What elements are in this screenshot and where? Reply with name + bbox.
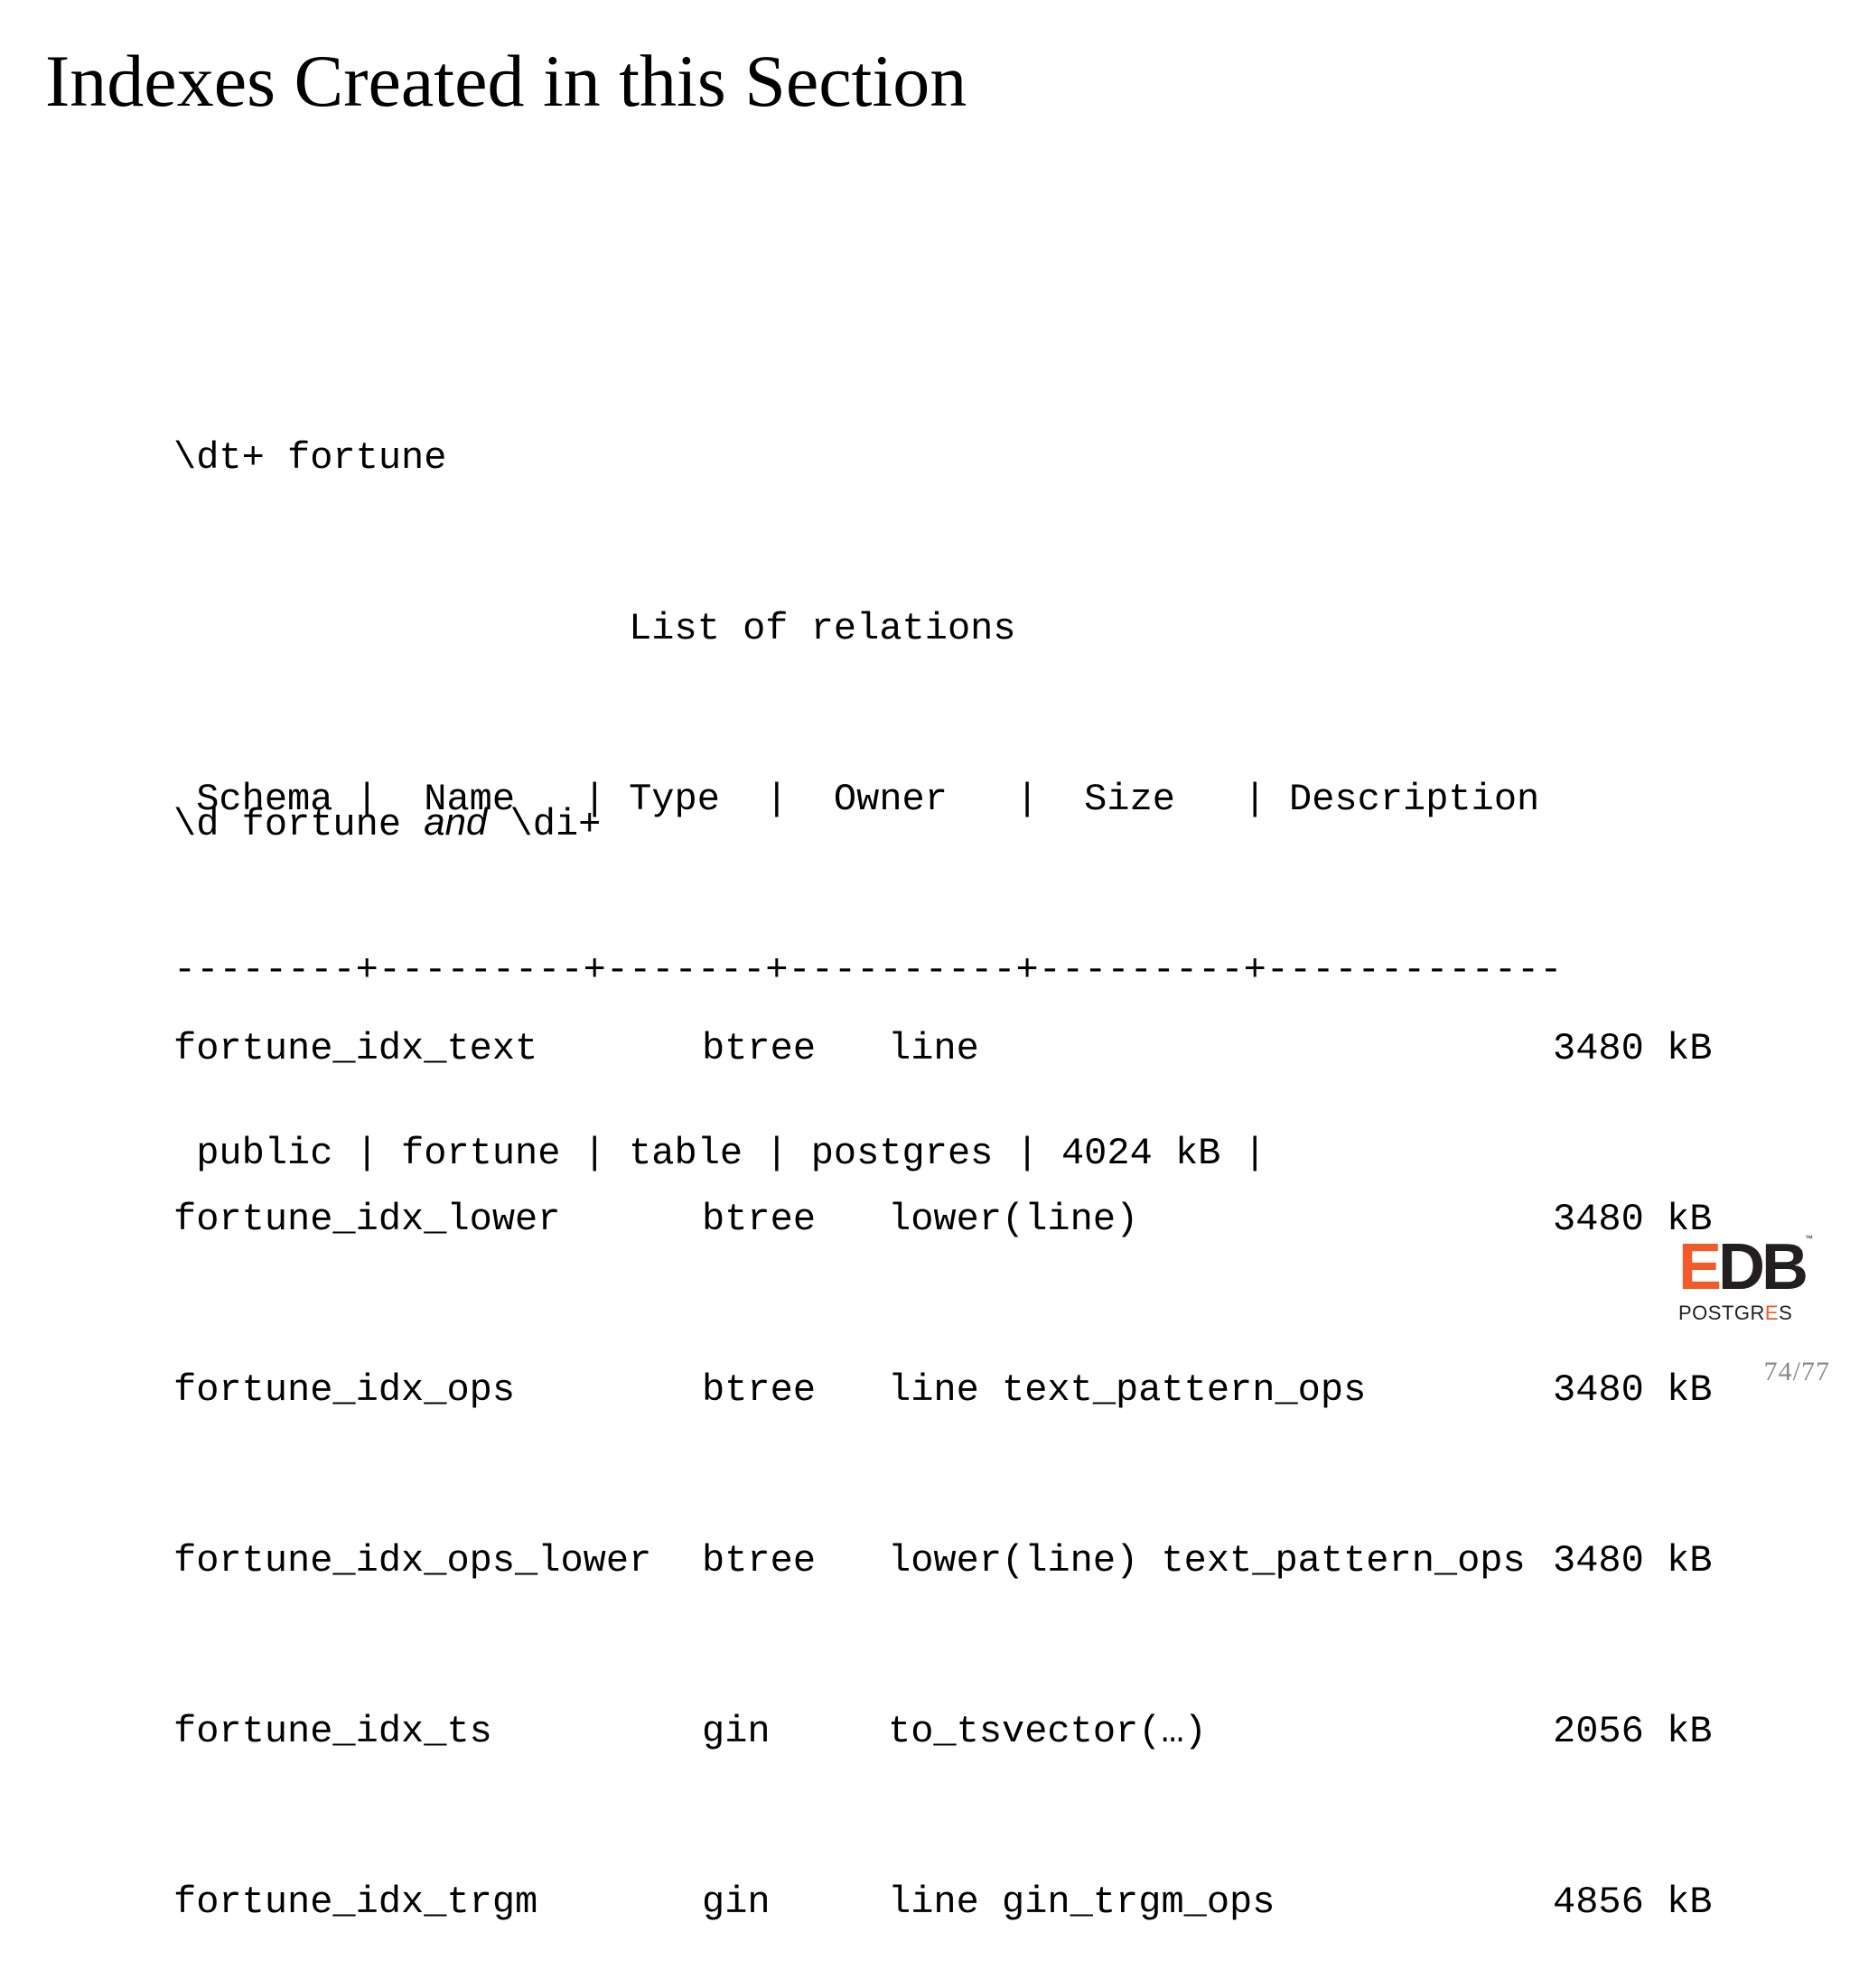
index-method: btree xyxy=(702,1539,817,1582)
logo-wordmark-b: S xyxy=(1779,1302,1793,1324)
logo-mark: EDB xyxy=(1678,1235,1812,1300)
slide-title: Indexes Created in this Section xyxy=(45,40,967,122)
index-expression: line gin_trgm_ops xyxy=(888,1881,1275,1924)
index-name: fortune_idx_lower xyxy=(173,1198,561,1241)
index-size: 3480 kB xyxy=(1553,1539,1713,1582)
page-number: 74/77 xyxy=(1763,1357,1830,1386)
index-row: fortune_idx_ops btree line text_pattern_… xyxy=(173,1362,1752,1419)
index-method: gin xyxy=(702,1710,771,1753)
index-size: 4856 kB xyxy=(1553,1881,1713,1924)
index-method: btree xyxy=(702,1027,817,1070)
index-list: \d fortune and \di+ fortune_idx_text btr… xyxy=(173,679,1752,1988)
index-expression: lower(line) text_pattern_ops xyxy=(888,1539,1526,1582)
relations-row: public | fortune | table | postgres | 40… xyxy=(173,1132,1266,1175)
logo-wordmark-a: POSTGR xyxy=(1678,1302,1765,1324)
index-command: \d fortune and \di+ xyxy=(173,793,1752,850)
index-command-part-a: \d fortune xyxy=(173,803,425,846)
index-row: fortune_idx_lower btree lower(line) 3480… xyxy=(173,1191,1752,1248)
relations-separator: --------+---------+-------+----------+--… xyxy=(173,948,1563,992)
logo-wordmark: POSTGRES xyxy=(1678,1302,1812,1324)
relations-caption: List of relations xyxy=(173,607,1016,650)
index-name: fortune_idx_ts xyxy=(173,1710,492,1753)
index-size: 2056 kB xyxy=(1553,1710,1713,1753)
index-size: 3480 kB xyxy=(1553,1368,1713,1412)
index-expression: to_tsvector(…) xyxy=(888,1710,1207,1753)
relations-header: Schema | Name | Type | Owner | Size | De… xyxy=(173,778,1540,821)
index-method: gin xyxy=(702,1881,771,1924)
index-size: 3480 kB xyxy=(1553,1027,1713,1070)
index-row: fortune_idx_text btree line 3480 kB xyxy=(173,1021,1752,1078)
index-row: fortune_idx_trgm gin line gin_trgm_ops 4… xyxy=(173,1874,1752,1931)
index-method: btree xyxy=(702,1198,817,1241)
index-expression: line text_pattern_ops xyxy=(888,1368,1367,1412)
index-name: fortune_idx_ops_lower xyxy=(173,1539,652,1582)
edb-postgres-logo: EDB ™ POSTGRES xyxy=(1678,1234,1813,1324)
index-method: btree xyxy=(702,1368,817,1412)
index-row: fortune_idx_ops_lower btree lower(line) … xyxy=(173,1533,1752,1590)
index-expression: lower(line) xyxy=(888,1198,1139,1241)
logo-letter-e: E xyxy=(1678,1231,1722,1303)
index-name: fortune_idx_trgm xyxy=(173,1881,538,1924)
logo-letters-db: DB xyxy=(1718,1231,1808,1303)
index-size: 3480 kB xyxy=(1553,1198,1713,1241)
logo-wordmark-accent: E xyxy=(1764,1302,1780,1324)
index-command-and: and xyxy=(424,800,488,843)
index-row: fortune_idx_ts gin to_tsvector(…) 2056 k… xyxy=(173,1703,1752,1760)
dt-plus-output: \dt+ fortune List of relations Schema | … xyxy=(173,316,1562,1239)
index-expression: line xyxy=(888,1027,979,1070)
index-name: fortune_idx_ops xyxy=(173,1368,516,1412)
dt-command: \dt+ fortune xyxy=(173,436,447,480)
index-name: fortune_idx_text xyxy=(173,1027,538,1070)
index-command-part-b: \di+ xyxy=(487,803,602,846)
logo-trademark: ™ xyxy=(1805,1234,1813,1243)
